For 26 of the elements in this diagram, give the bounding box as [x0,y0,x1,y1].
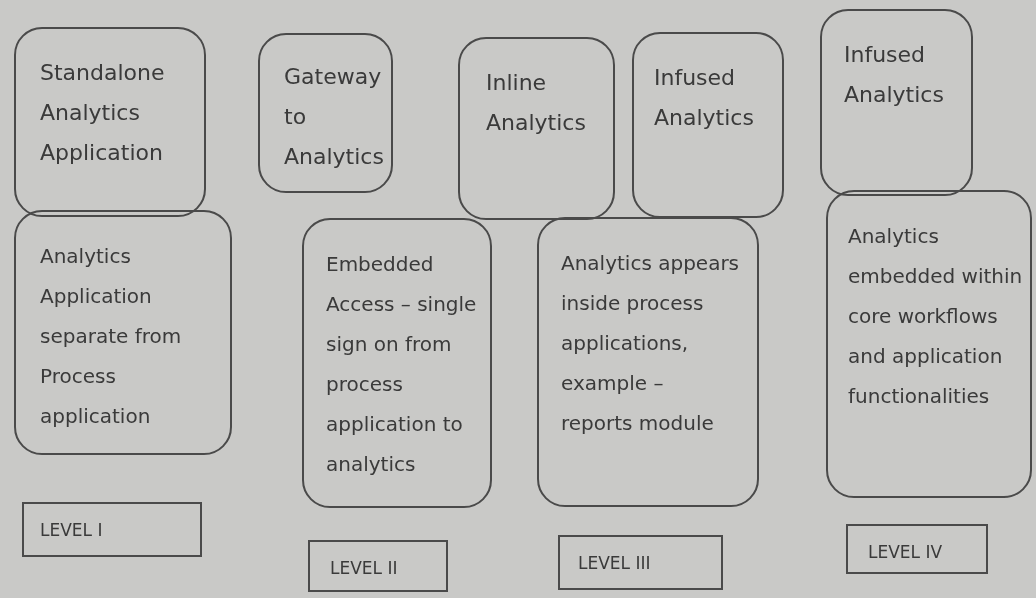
level-label: LEVEL IV [868,541,944,564]
level-label: LEVEL III [578,552,652,575]
level-label: LEVEL II [330,557,399,580]
level-box [846,524,988,574]
box-text: Analytics Application separate from Process application [40,243,183,430]
box-text: Analytics embedded within core workflows and application functionalities [848,223,1023,410]
box-text: Infused Analytics [844,41,945,109]
box-text: Analytics appears inside process applications, example – reports module [561,250,741,437]
box-text: Standalone Analytics Application [40,59,166,167]
level-label: LEVEL I [40,519,104,542]
box-text: Embedded Access – single sign on from process application to analytics [326,251,478,478]
box-text: Infused Analytics [654,64,755,132]
rounded-box [458,37,615,220]
rounded-box [14,27,206,217]
box-text: Inline Analytics [486,69,587,137]
rounded-box [537,217,759,507]
rounded-box [258,33,393,193]
rounded-box [14,210,232,455]
level-box [558,535,723,590]
rounded-box [632,32,784,218]
rounded-box [826,190,1032,498]
box-text: Gateway to Analytics [284,63,384,171]
level-box [22,502,202,557]
level-box [308,540,448,592]
rounded-box [820,9,973,196]
rounded-box [302,218,492,508]
